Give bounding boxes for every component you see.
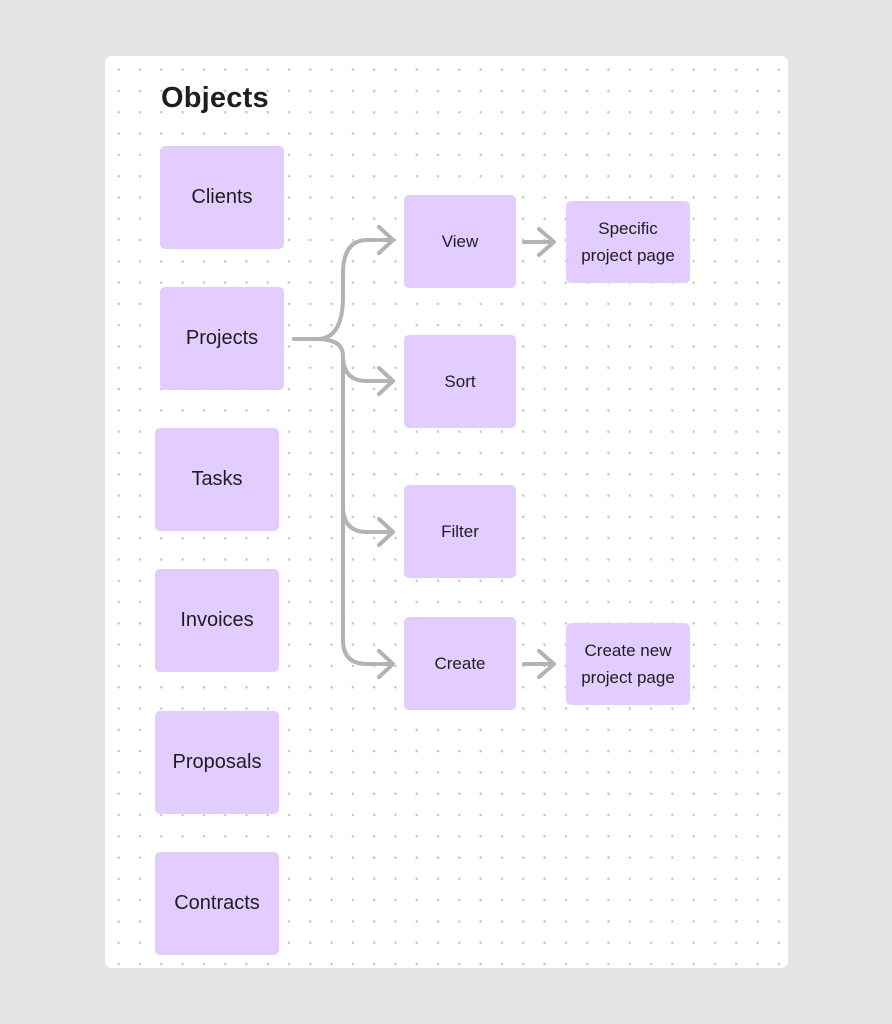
connector-projects-create	[341, 504, 395, 666]
sticky-label: Projects	[185, 327, 259, 349]
board-title: Objects	[161, 82, 269, 114]
sticky-label: Proposals	[172, 751, 262, 773]
sticky-label: View	[441, 231, 479, 251]
sticky-projects[interactable]: Projects	[160, 287, 284, 390]
sticky-filter[interactable]: Filter	[404, 485, 516, 578]
connector-projects-view	[292, 238, 395, 341]
sticky-proposals[interactable]: Proposals	[155, 711, 279, 814]
arrowhead-view-specific-page	[537, 227, 556, 257]
sticky-tasks[interactable]: Tasks	[155, 428, 279, 531]
sticky-label: Contracts	[174, 892, 260, 914]
connector-layer	[292, 225, 556, 679]
sticky-create-new-project-page[interactable]: Create new project page	[566, 623, 690, 705]
sticky-label: Invoices	[180, 609, 254, 631]
sticky-create[interactable]: Create	[404, 617, 516, 710]
sticky-label: Clients	[191, 186, 253, 208]
sticky-label: Specific project page	[581, 219, 675, 265]
arrowhead-projects-view	[377, 225, 395, 255]
connector-projects-sort	[315, 337, 395, 383]
sticky-label: Create	[434, 653, 486, 673]
sticky-contracts[interactable]: Contracts	[155, 852, 279, 955]
arrowhead-create-new-page	[537, 649, 556, 679]
sticky-label: Filter	[441, 521, 479, 541]
sticky-specific-project-page[interactable]: Specific project page	[566, 201, 690, 283]
arrowhead-projects-sort	[377, 366, 395, 396]
sticky-label: Create new project page	[581, 641, 675, 687]
sticky-label: Sort	[444, 371, 476, 391]
diagram-board: Objects Clients Projects Tasks Invoices …	[105, 56, 788, 968]
sticky-view[interactable]: View	[404, 195, 516, 288]
sticky-sort[interactable]: Sort	[404, 335, 516, 428]
arrowhead-projects-filter	[377, 517, 395, 547]
arrowhead-projects-create	[377, 649, 395, 679]
sticky-clients[interactable]: Clients	[160, 146, 284, 249]
sticky-invoices[interactable]: Invoices	[155, 569, 279, 672]
sticky-label: Tasks	[191, 468, 243, 490]
